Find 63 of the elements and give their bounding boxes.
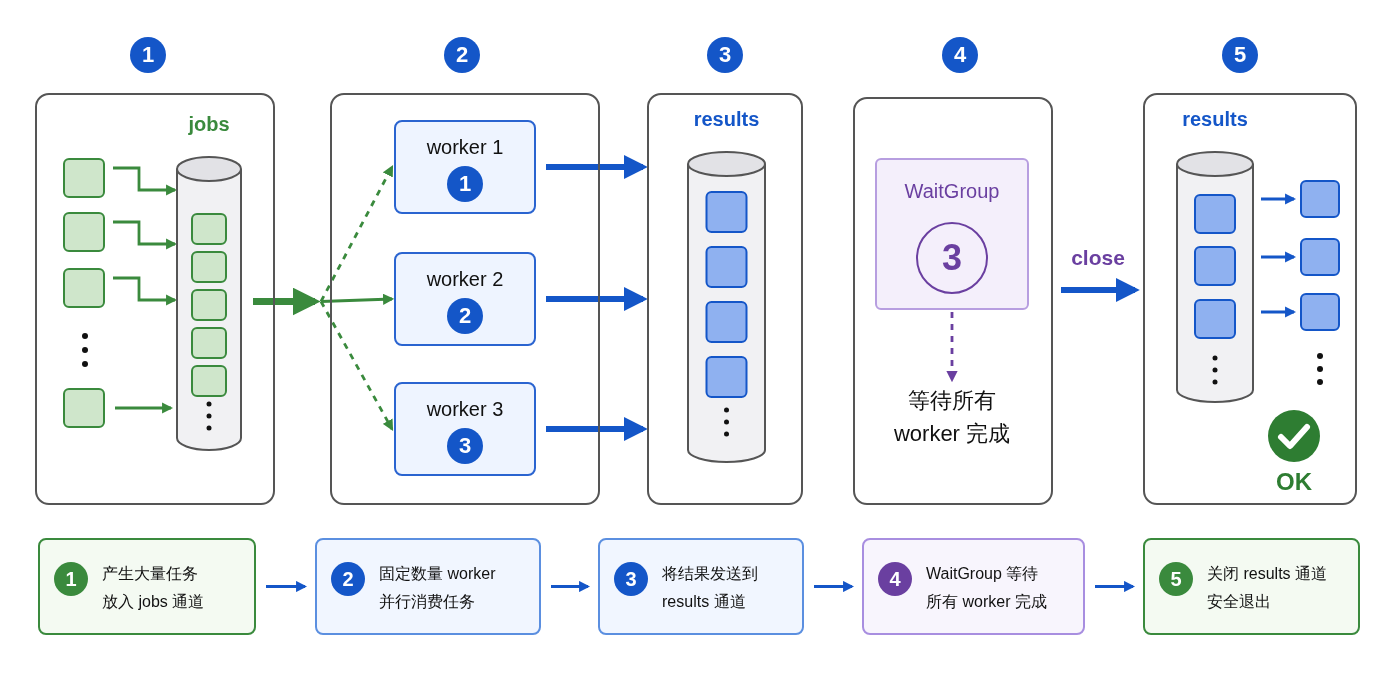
step-card <box>1143 538 1360 635</box>
worker-label: worker 3 <box>425 398 505 421</box>
arrow <box>546 417 648 441</box>
worker-box <box>394 120 536 214</box>
status-label: OK <box>1275 468 1313 496</box>
worker-number: 2 <box>447 298 483 334</box>
queue-item <box>1300 293 1340 331</box>
channel-label: results <box>1181 108 1249 131</box>
step-badge: 1 <box>54 562 88 596</box>
arrow <box>946 312 958 383</box>
step-number: 4 <box>942 37 978 73</box>
arrow <box>319 165 394 303</box>
arrow <box>320 293 395 305</box>
step-number: 2 <box>444 37 480 73</box>
arrow <box>1095 580 1136 593</box>
arrow <box>319 300 394 431</box>
queue-item <box>1300 180 1340 218</box>
counter-circle: 3 <box>916 222 988 294</box>
queue-item <box>63 268 105 308</box>
worker-box <box>394 252 536 346</box>
step-description: 产生大量任务放入 jobs 通道 <box>102 564 206 612</box>
step-description: 关闭 results 通道安全退出 <box>1207 564 1328 612</box>
arrow <box>814 580 855 593</box>
worker-label: worker 1 <box>425 136 505 159</box>
arrow <box>551 580 591 593</box>
worker-number: 3 <box>447 428 483 464</box>
arrow <box>113 276 178 306</box>
channel-label: jobs <box>187 113 231 136</box>
step-number: 5 <box>1222 37 1258 73</box>
step-card <box>38 538 256 635</box>
arrow <box>546 287 648 311</box>
step-card <box>315 538 541 635</box>
step-badge: 5 <box>1159 562 1193 596</box>
arrow <box>1261 251 1297 263</box>
step-description: 将结果发送到 results 通道 <box>662 564 759 612</box>
worker-label: worker 2 <box>425 268 505 291</box>
note-text: 等待所有 worker 完成 <box>872 384 1032 454</box>
step-card <box>598 538 804 635</box>
arrow <box>113 220 178 250</box>
waitgroup-label: WaitGroup <box>903 180 1001 203</box>
step-badge: 3 <box>614 562 648 596</box>
step-badge: 4 <box>878 562 912 596</box>
step-number: 3 <box>707 37 743 73</box>
arrow <box>115 402 174 414</box>
arrow <box>113 166 178 196</box>
arrow <box>1261 193 1297 205</box>
channel-label: results <box>692 108 761 131</box>
arrow <box>546 155 648 179</box>
queue-item <box>63 158 105 198</box>
step-description: WaitGroup 等待所有 worker 完成 <box>926 564 1048 612</box>
queue-item <box>1300 238 1340 276</box>
arrow <box>1261 306 1297 318</box>
arrow <box>1061 278 1140 302</box>
step-description: 固定数量 worker 并行消费任务 <box>379 564 497 612</box>
queue-item <box>63 388 105 428</box>
step-number: 1 <box>130 37 166 73</box>
queue-item <box>63 212 105 252</box>
waitgroup-box <box>875 158 1029 310</box>
worker-number: 1 <box>447 166 483 202</box>
arrow <box>266 580 308 593</box>
step-badge: 2 <box>331 562 365 596</box>
worker-box <box>394 382 536 476</box>
step-card <box>862 538 1085 635</box>
